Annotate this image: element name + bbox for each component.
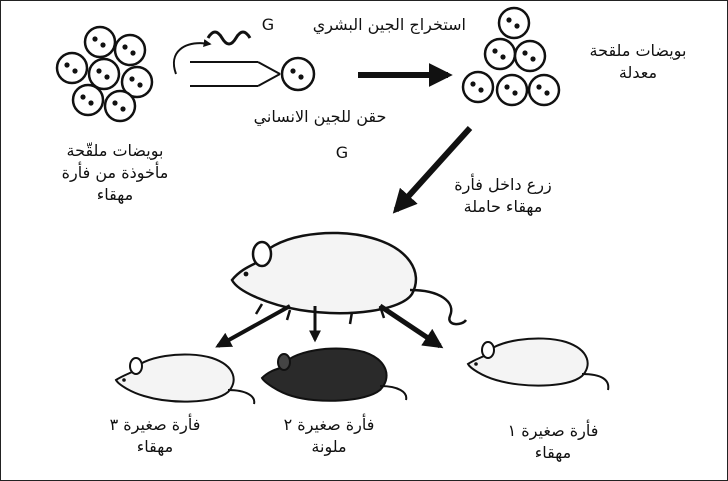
inject-gene-label: حقن للجين الانساني — [253, 107, 387, 126]
to-pup3-arrow — [215, 304, 291, 348]
surrogate-mother-mouse — [230, 231, 468, 326]
extract-gene-symbol: G — [261, 15, 275, 34]
pup3-label: فأرة صغيرة ٣ مهقاء — [109, 415, 201, 456]
modified-eggs-label: بويضات ملقحة معدلة — [589, 41, 687, 82]
pup2-mouse — [260, 347, 408, 402]
pup1-label: فأرة صغيرة ١ مهقاء — [507, 421, 599, 462]
inject-gene-symbol: G — [335, 143, 349, 162]
pup3-mouse — [114, 353, 256, 405]
gene-strand-icon — [206, 30, 252, 46]
pup2-label: فأرة صغيرة ٢ ملونة — [283, 415, 375, 456]
source-eggs-label: بويضات ملقّحة مأخوذة من فأرة مهقاء — [61, 141, 169, 204]
implant-label: زرع داخل فأرة مهقاء حاملة — [454, 175, 552, 216]
source-eggs-cluster — [55, 25, 154, 123]
pup1-mouse — [466, 337, 610, 391]
extract-gene-label: استخراج الجين البشري — [312, 15, 466, 34]
injected-egg — [280, 56, 316, 92]
modified-eggs-cluster — [461, 6, 561, 107]
select-egg-curved-arrow — [173, 39, 212, 75]
implant-arrow — [392, 125, 473, 214]
micropipette-icon — [190, 61, 281, 87]
to-pup1-arrow — [378, 303, 444, 349]
